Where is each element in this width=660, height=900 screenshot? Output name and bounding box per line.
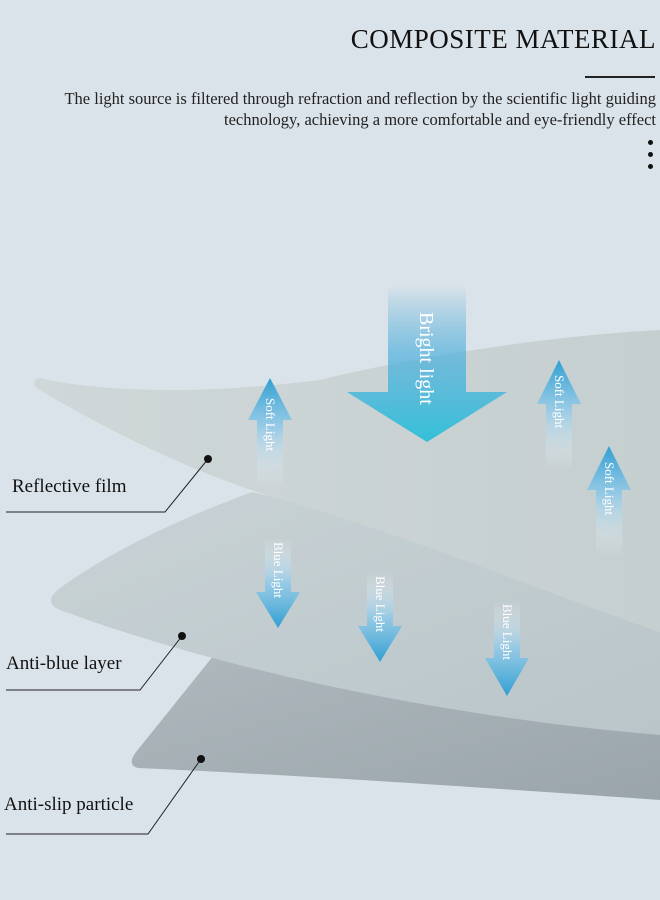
bright-light-label: Bright light [415, 312, 437, 405]
blue-light-arrow: Blue Light [358, 572, 402, 662]
page-title: COMPOSITE MATERIAL [350, 24, 656, 54]
label-anti-blue-layer: Anti-blue layer [6, 653, 122, 674]
anti-slip-layer [131, 655, 660, 800]
soft-light-label: Soft Light [602, 462, 617, 515]
leader-reflective-film [6, 458, 209, 513]
bright-light-arrow [347, 285, 507, 442]
leader-dot [204, 455, 212, 463]
title-underline [585, 76, 655, 78]
soft-light-label: Soft Light [263, 398, 278, 451]
reflective-film-layer [34, 330, 660, 632]
more-dots-icon [648, 140, 654, 176]
leader-dot [197, 755, 205, 763]
leader-anti-blue [6, 635, 183, 691]
blue-light-label: Blue Light [373, 576, 388, 632]
blue-light-arrow: Blue Light [485, 600, 529, 696]
description-text: The light source is filtered through ref… [64, 89, 656, 129]
leader-anti-slip [6, 758, 202, 835]
blue-light-label: Blue Light [500, 604, 515, 660]
soft-light-arrow: Soft Light [248, 378, 292, 488]
blue-light-label: Blue Light [271, 542, 286, 598]
soft-light-arrow: Soft Light [537, 360, 581, 470]
soft-light-arrow: Soft Light [587, 446, 631, 556]
label-anti-slip-particle: Anti-slip particle [4, 794, 134, 815]
blue-light-arrow: Blue Light [256, 538, 300, 628]
soft-light-label: Soft Light [552, 375, 567, 428]
label-reflective-film: Reflective film [12, 476, 127, 497]
leader-dot [178, 632, 186, 640]
